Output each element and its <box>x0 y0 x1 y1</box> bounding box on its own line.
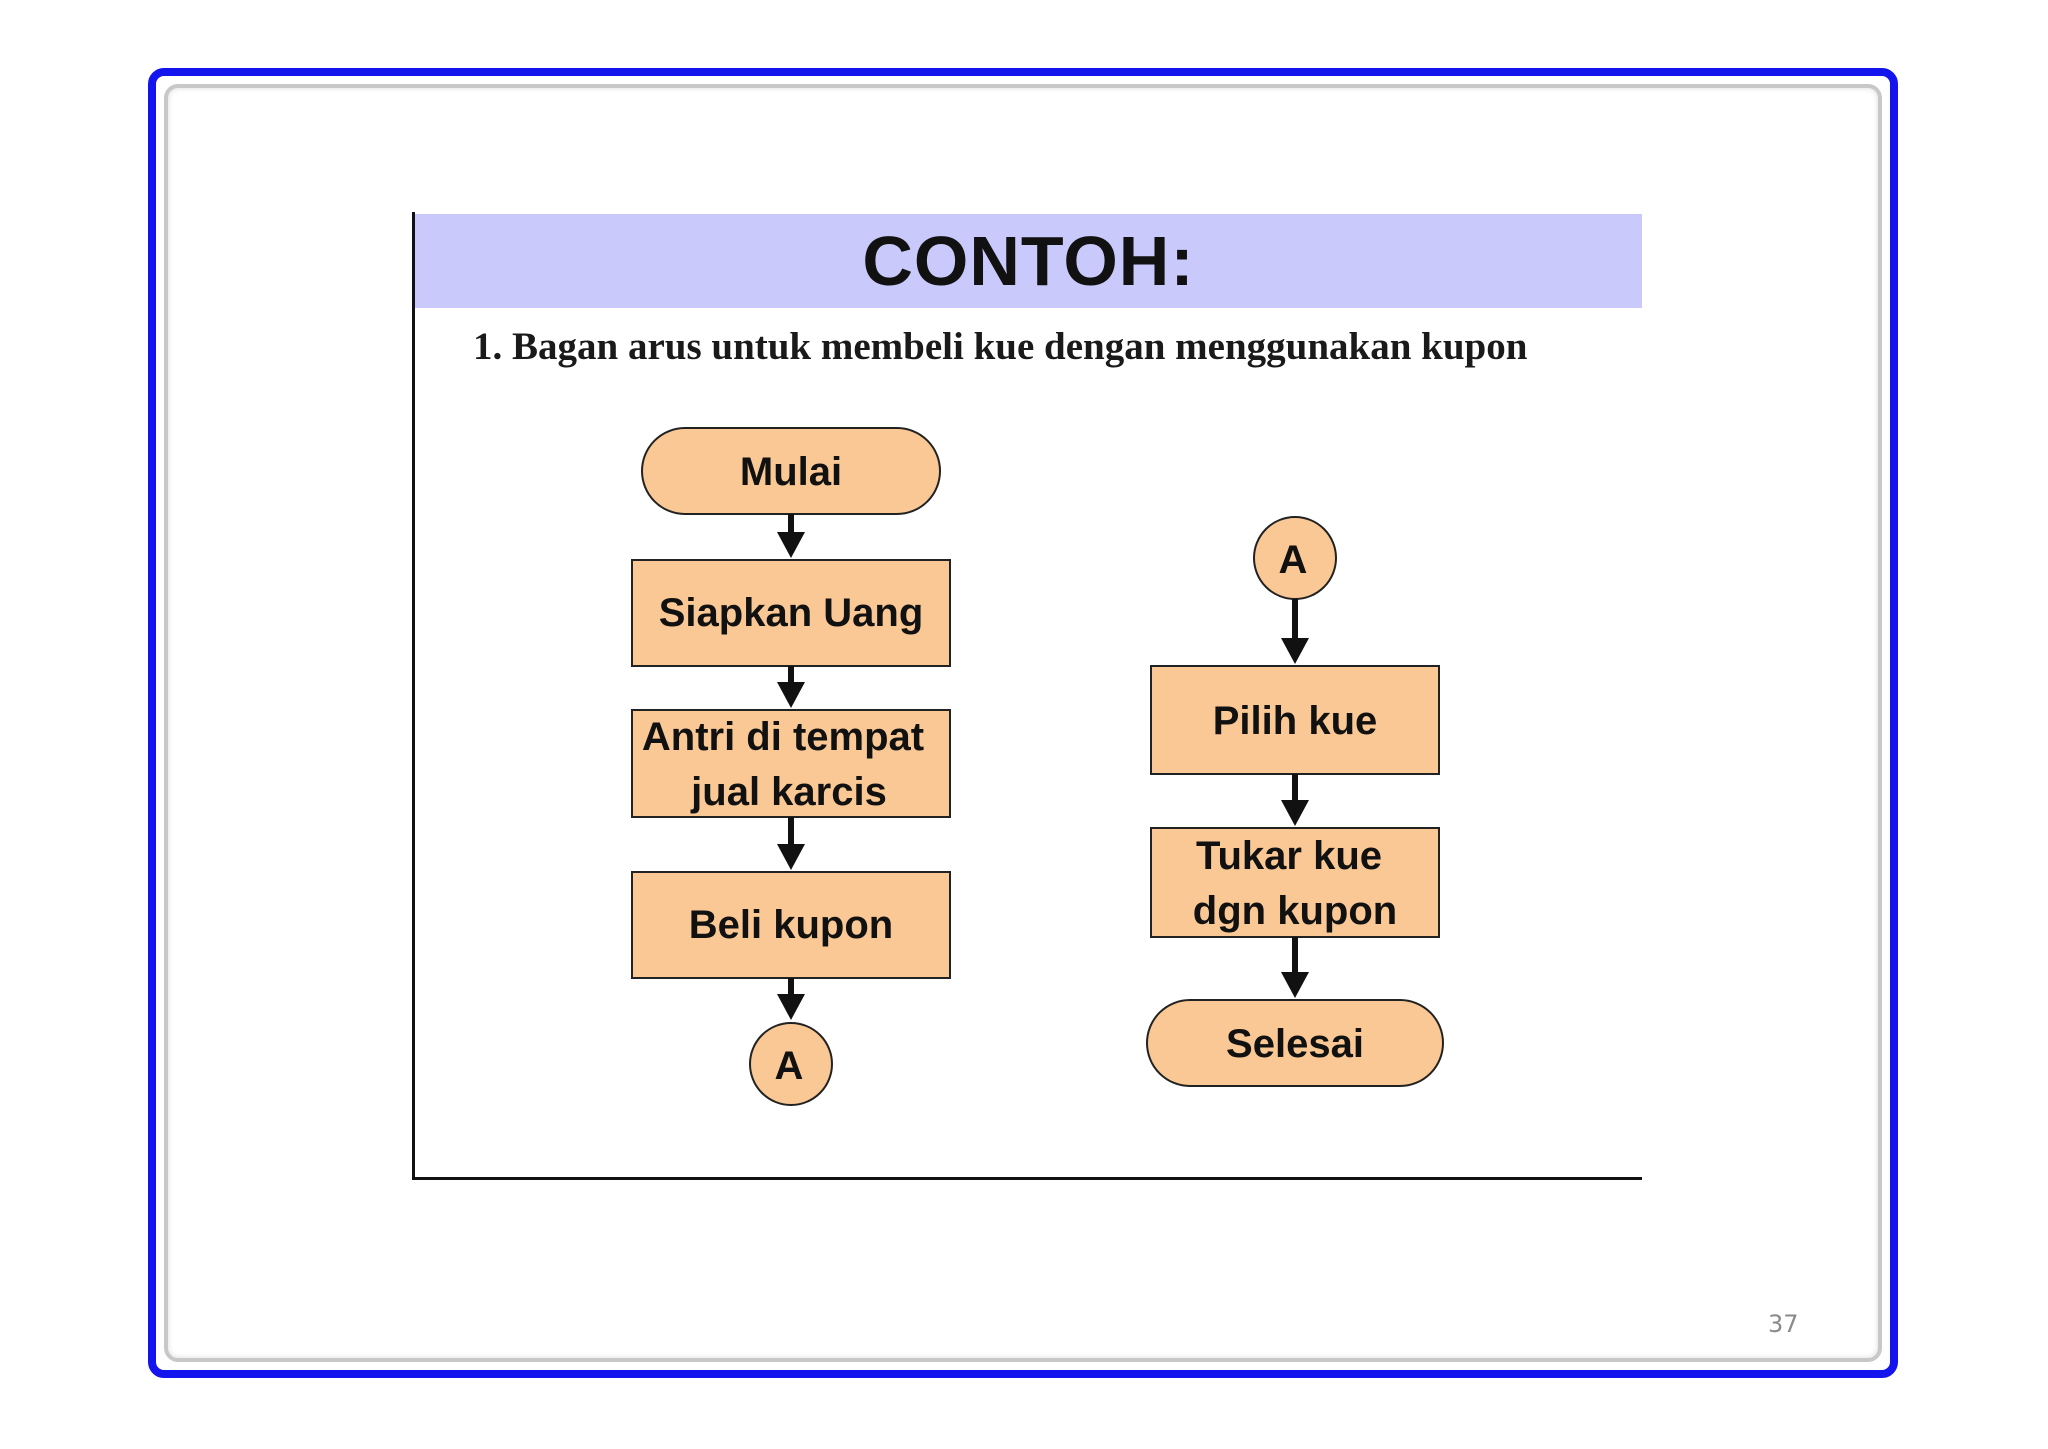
process-tukar-kue-label-line1: Tukar kue <box>1196 834 1382 878</box>
process-tukar-kue-label-line2: dgn kupon <box>1193 889 1397 933</box>
start-label: Mulai <box>740 450 842 494</box>
slide-title: CONTOH: <box>862 222 1195 300</box>
process-siapkan-uang <box>631 559 951 667</box>
arrow-antri-to-beli <box>777 817 805 870</box>
arrow-siapkan-to-antri <box>777 666 805 708</box>
arrow-start-to-siapkan <box>777 514 805 558</box>
arrow-beli-to-connector <box>777 978 805 1020</box>
process-antri-label-line2: jual karcis <box>690 770 887 814</box>
process-antri-label-line1: Antri di tempat <box>642 715 924 759</box>
process-pilih-kue <box>1150 665 1440 775</box>
end-terminator <box>1146 999 1444 1087</box>
process-antri <box>631 709 951 818</box>
process-siapkan-uang-label: Siapkan Uang <box>659 591 924 635</box>
slide-subtitle: 1. Bagan arus untuk membeli kue dengan m… <box>473 325 1528 368</box>
connector-a-out <box>749 1022 833 1106</box>
page-number: 37 <box>1768 1310 1799 1338</box>
process-pilih-kue-label: Pilih kue <box>1213 699 1378 743</box>
process-beli-kupon <box>631 871 951 979</box>
end-label: Selesai <box>1226 1022 1364 1066</box>
title-band: CONTOH: <box>415 214 1642 308</box>
process-tukar-kue <box>1150 827 1440 938</box>
connector-a-in-label: A <box>1279 538 1308 582</box>
connector-a-out-label: A <box>775 1044 804 1088</box>
arrow-tukar-to-selesai <box>1281 937 1309 998</box>
process-beli-kupon-label: Beli kupon <box>689 903 893 947</box>
arrow-connector-to-pilih <box>1281 599 1309 664</box>
arrow-pilih-to-tukar <box>1281 774 1309 826</box>
